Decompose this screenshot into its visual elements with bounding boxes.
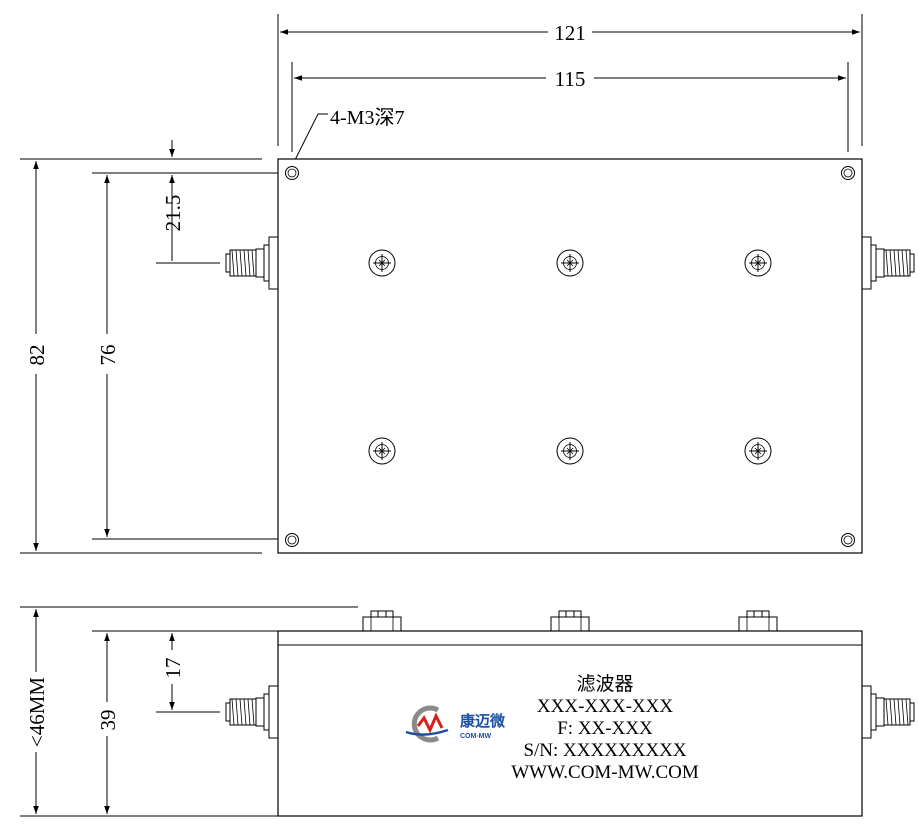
dim-hole-spacing-x-value: 115 — [555, 67, 586, 91]
dim-body-height: 39 — [92, 630, 278, 814]
dim-connector-offset: 21.5 — [156, 140, 220, 264]
dim-overall-width-value: 82 — [25, 345, 49, 366]
label-website: WWW.COM-MW.COM — [511, 762, 699, 783]
screw-nut-icon — [738, 610, 778, 632]
sma-connector-icon — [861, 236, 915, 290]
brand-logo: 康迈微 COM-MW — [405, 705, 506, 743]
dim-height-max-value: <46MM — [25, 677, 49, 748]
filter-body-side-view — [277, 630, 863, 817]
hole-note-text: 4-M3深7 — [330, 106, 404, 129]
dim-connector-offset-value: 21.5 — [161, 195, 185, 232]
dim-overall-width: 82 — [20, 158, 262, 554]
sma-connector-icon — [861, 685, 915, 739]
dim-connector-height-value: 17 — [161, 658, 185, 679]
dim-hole-spacing-x: 115 — [291, 62, 849, 152]
dim-connector-height: 17 — [156, 633, 220, 713]
dim-hole-spacing-y: 76 — [92, 172, 280, 540]
label-serial: S/N: XXXXXXXXX — [523, 740, 686, 761]
hole-note: 4-M3深7 — [291, 106, 404, 167]
dim-hole-spacing-y-value: 76 — [96, 345, 120, 366]
logo-brand-text: 康迈微 — [460, 712, 506, 730]
label-model: XXX-XXX-XXX — [537, 696, 673, 717]
dim-overall-length-value: 121 — [554, 21, 586, 45]
filter-body-top-view — [277, 158, 863, 554]
label-frequency: F: XX-XXX — [557, 718, 653, 739]
dim-height-max: <46MM — [20, 606, 358, 817]
dim-body-height-value: 39 — [96, 710, 120, 731]
screw-nut-icon — [362, 610, 402, 632]
sma-connector-icon — [225, 685, 279, 739]
sma-connector-icon — [225, 236, 279, 290]
screw-nut-icon — [550, 610, 590, 632]
product-label: 滤波器 XXX-XXX-XXX F: XX-XXX S/N: XXXXXXXXX… — [511, 673, 699, 783]
dim-overall-length: 121 — [277, 14, 863, 146]
logo-sub-text: COM-MW — [460, 733, 491, 740]
label-name: 滤波器 — [576, 673, 633, 695]
